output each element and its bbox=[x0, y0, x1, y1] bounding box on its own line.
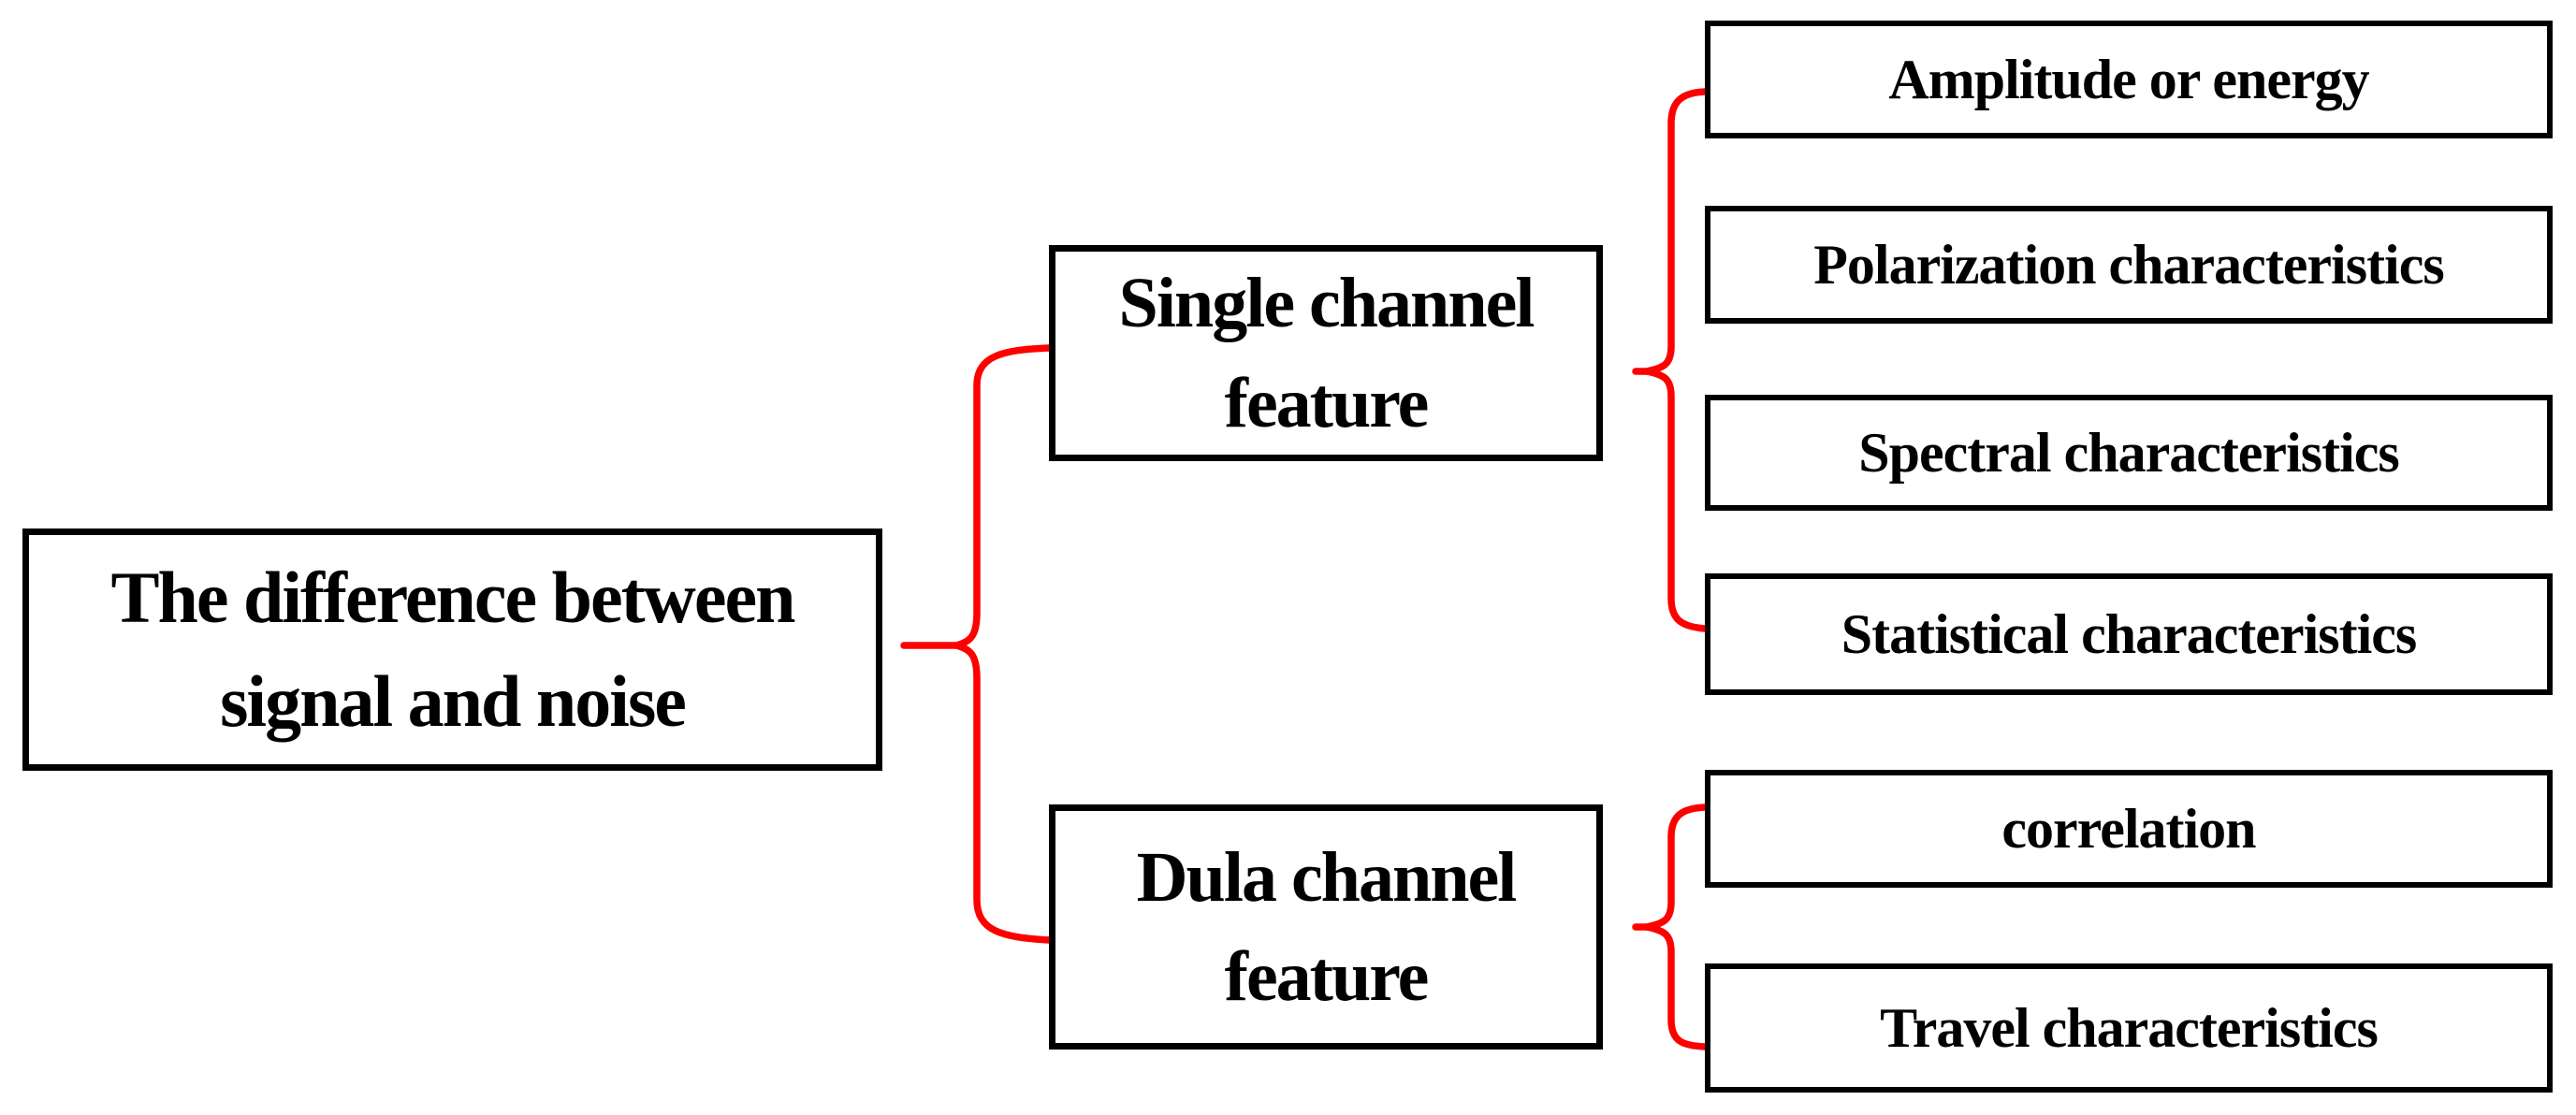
leaf-polarization-characteristics: Polarization characteristics bbox=[1705, 206, 2553, 324]
leaf-spectral-characteristics: Spectral characteristics bbox=[1705, 395, 2553, 511]
leaf-label: Spectral characteristics bbox=[1858, 422, 2399, 484]
root-node-label: The difference between signal and noise bbox=[110, 556, 795, 742]
leaf-label: Statistical characteristics bbox=[1841, 603, 2417, 665]
leaf-label: Travel characteristics bbox=[1880, 997, 2379, 1059]
dual-channel-branch-node: Dula channel feature bbox=[1049, 804, 1603, 1050]
leaf-correlation: correlation bbox=[1705, 770, 2553, 888]
brace-curve bbox=[1643, 804, 1709, 1050]
single-channel-branch-node: Single channel feature bbox=[1049, 245, 1603, 461]
brace-curve bbox=[1643, 88, 1709, 632]
dual-channel-branch-label: Dula channel feature bbox=[1136, 837, 1518, 1016]
single-channel-branch-label: Single channel feature bbox=[1118, 264, 1535, 442]
leaf-statistical-characteristics: Statistical characteristics bbox=[1705, 573, 2553, 695]
leaf-label: correlation bbox=[2001, 798, 2256, 860]
leaf-travel-characteristics: Travel characteristics bbox=[1705, 963, 2553, 1093]
dual-channel-children-brace-connector bbox=[1632, 804, 1709, 1050]
root-branches-brace-connector bbox=[900, 344, 1053, 944]
leaf-label: Polarization characteristics bbox=[1813, 234, 2444, 296]
leaf-label: Amplitude or energy bbox=[1888, 49, 2369, 110]
leaf-amplitude-or-energy: Amplitude or energy bbox=[1705, 21, 2553, 138]
root-node: The difference between signal and noise bbox=[22, 529, 882, 771]
single-channel-children-brace-connector bbox=[1632, 88, 1709, 632]
brace-curve bbox=[953, 344, 1053, 944]
